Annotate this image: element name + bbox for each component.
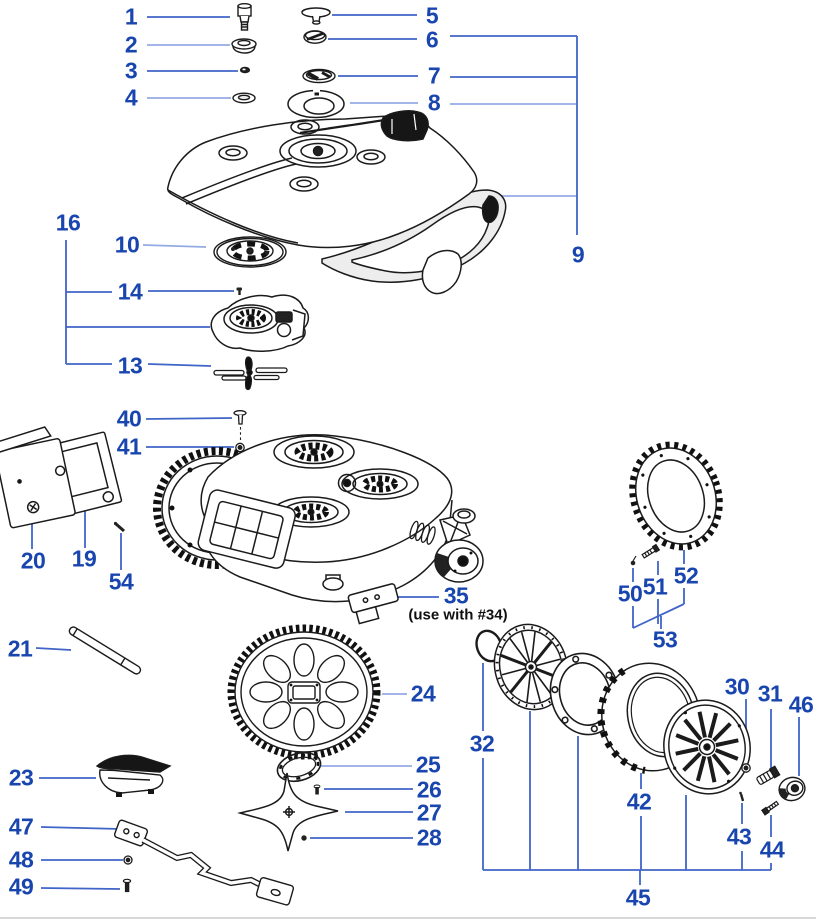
callout-35: 35 [443,582,469,609]
wheel-hub-icon [493,623,569,711]
callout-30: 30 [724,673,750,700]
screw-icon-49 [122,878,132,893]
star-blade-icon [237,772,339,852]
callout-43: 43 [726,823,752,850]
callout-27: 27 [416,799,442,826]
sprocket-icon [629,441,723,551]
lock-nut-icon-30 [741,763,751,773]
latch-icon [95,754,172,797]
callout-32: 32 [469,730,495,757]
lock-nut-icon [303,30,327,44]
lock-nut-icon-41 [235,442,245,453]
callout-48: 48 [8,846,34,873]
ring-gear-icon [227,624,381,760]
bolt-icon-28 [301,835,307,841]
wheel-cover-icon [663,699,751,795]
note-use-with-34: (use with #34) [408,606,508,624]
callout-2: 2 [124,31,138,58]
roller-icon-46 [778,776,806,802]
callout-1: 1 [124,3,138,30]
callout-42: 42 [626,788,652,815]
callout-3: 3 [124,57,138,84]
callout-28: 28 [416,824,442,851]
cover-washer-icon [287,89,345,119]
mounting-plate-icon [0,426,76,529]
shoulder-bolt-icon [237,3,252,31]
callout-31: 31 [757,680,783,707]
callout-54: 54 [108,568,134,595]
robot-body-icon [153,434,484,603]
callout-14: 14 [117,278,143,305]
screw-icon-40 [233,410,247,442]
callout-8: 8 [427,89,441,116]
washer-icon [232,92,256,104]
callout-10: 10 [114,231,140,258]
callout-6: 6 [425,26,439,53]
callout-5: 5 [425,2,439,29]
callout-23: 23 [8,764,34,791]
screw-icon-44 [761,800,780,816]
slotted-washer-icon [302,68,336,84]
pin-icon-50 [630,555,637,566]
callout-20: 20 [20,547,46,574]
callout-7: 7 [427,62,441,89]
callout-46: 46 [788,691,814,718]
bracket-icon [347,583,399,625]
callout-24: 24 [410,680,436,707]
callout-40: 40 [116,405,142,432]
callout-41: 41 [116,433,142,460]
shoulder-bolt-icon-31 [756,765,781,785]
axle-pin-icon [68,626,142,675]
callout-25: 25 [415,751,441,778]
callout-19: 19 [71,545,97,572]
callout-9: 9 [571,241,585,268]
screw-icon-51 [641,543,661,559]
callout-4: 4 [124,84,138,111]
callout-49: 49 [8,873,34,900]
callout-47: 47 [8,813,34,840]
cap-screw-icon [301,7,331,25]
callout-44: 44 [759,836,785,863]
pin-icon-43 [739,791,745,802]
callout-21: 21 [7,635,33,662]
callout-13: 13 [117,352,143,379]
flange-washer-icon [231,38,257,54]
callout-51: 51 [642,573,668,600]
nut-icon-48 [123,855,133,865]
screw-icon-54 [113,521,125,533]
top-cover-icon [166,110,507,295]
callout-26: 26 [416,776,442,803]
propeller-blade-icon [213,356,288,391]
callout-53: 53 [652,626,678,653]
callout-16: 16 [55,209,81,236]
support-arm-icon [113,819,295,906]
callout-50: 50 [617,580,643,607]
callout-52: 52 [673,562,699,589]
callout-45: 45 [625,884,651,911]
hex-nut-icon [239,66,251,74]
screw-icon-14 [236,287,242,295]
screw-icon-26 [313,784,321,795]
drive-disc-icon [213,236,287,268]
blade-motor-assembly-icon [210,294,310,352]
